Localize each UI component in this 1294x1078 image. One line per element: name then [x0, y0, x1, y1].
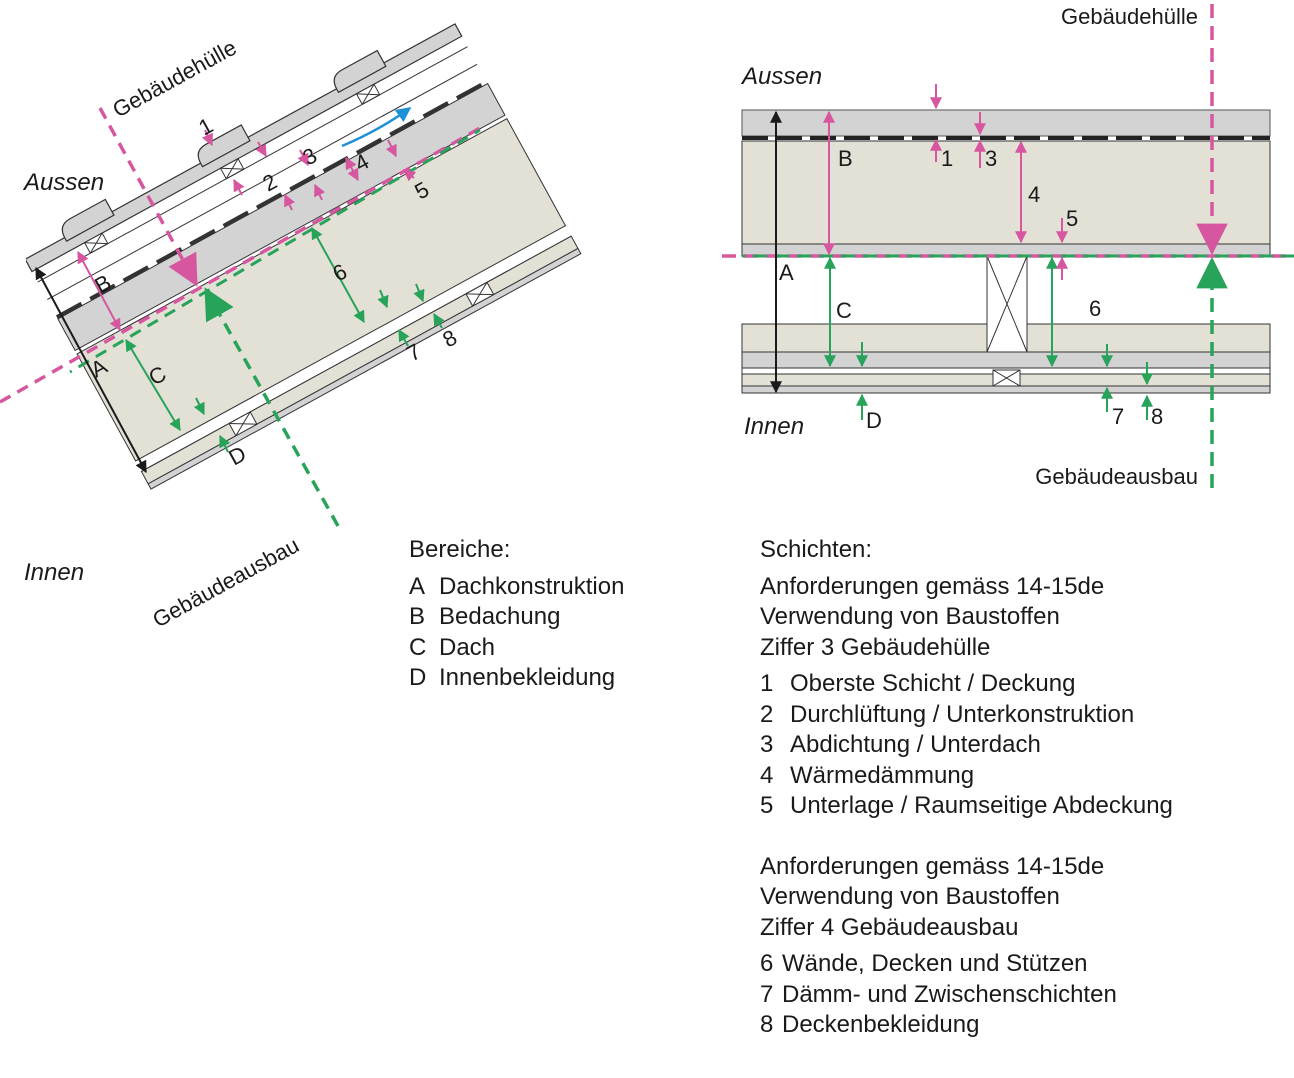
left-envelope-label: Gebäudehülle	[108, 35, 240, 123]
area-label: Dachkonstruktion	[439, 572, 625, 600]
areas-legend-heading: Bereiche:	[409, 536, 511, 563]
area-key: B	[409, 603, 426, 630]
area-label: Bedachung	[439, 603, 561, 630]
right-finishing-label: Gebäudeausbau	[1035, 464, 1198, 489]
layers-legend-heading: Schichten:	[760, 536, 873, 563]
right-envelope-label: Gebäudehülle	[1061, 4, 1198, 29]
dim-C	[125, 338, 181, 432]
area-key: A	[409, 572, 426, 600]
ceiling-insulation	[741, 323, 988, 353]
areas-legend-item: C Dach	[409, 633, 624, 664]
dim-A	[35, 266, 147, 474]
layer-key: 6	[760, 950, 774, 977]
layer-label: Wände, Decken und Stützen	[782, 950, 1088, 977]
layer-pointers-finishing	[193, 283, 445, 453]
title-line: Ziffer 4 Gebäudeausbau	[760, 913, 1019, 941]
right-marker-3: 3	[985, 146, 997, 171]
right-marker-1: 1	[941, 146, 953, 171]
left-inside-label: Innen	[24, 559, 84, 586]
right-marker-4: 4	[1028, 182, 1040, 207]
right-inside-label: Innen	[744, 413, 804, 440]
right-marker-8: 8	[1151, 404, 1163, 429]
title-line: Verwendung von Baustoffen	[760, 883, 1060, 910]
beam	[986, 255, 1028, 353]
right-marker-7: 7	[1112, 404, 1124, 429]
layer-key: 8	[760, 1011, 774, 1038]
dim-4	[345, 156, 359, 182]
layer-key: 5	[760, 792, 774, 819]
covering-layer	[741, 109, 1271, 137]
airflow-arrow	[341, 106, 412, 148]
dim-6	[311, 226, 365, 324]
layer-key: 7	[760, 980, 774, 1008]
envelope-layer-item: 4 Wärmedämmung	[760, 761, 1173, 792]
layer-pointers-right-envelope	[930, 84, 1068, 280]
left-marker-1: 1	[194, 113, 217, 141]
areas-legend-item: B Bedachung	[409, 602, 624, 633]
layer-pointers-right-finishing	[856, 342, 1153, 420]
envelope-layer-item: 1 Oberste Schicht / Deckung	[760, 669, 1173, 700]
left-marker-2: 2	[258, 169, 281, 197]
envelope-requirements-title: Anforderungen gemäss 14-15de Verwendung …	[760, 572, 1173, 664]
base-layer	[741, 243, 1271, 257]
areas-legend-item: D Innenbekleidung	[409, 663, 624, 694]
sloped-roof-diagram: Aussen Innen Gebäudehülle Gebäudeausbau …	[0, 0, 582, 632]
title-line: Anforderungen gemäss 14-15de	[760, 572, 1105, 600]
areas-legend: Bereiche: A Dachkonstruktion B Bedachung C…	[409, 535, 624, 694]
title-line: Ziffer 3 Gebäudehülle	[760, 633, 991, 661]
layer-pointers-envelope	[201, 129, 417, 211]
envelope-layer-item: 5 Unterlage / Raumseitige Abdeckung	[760, 791, 1173, 822]
area-label: Innenbekleidung	[439, 664, 616, 691]
finishing-requirements-title: Anforderungen gemäss 14-15de Verwendung …	[760, 852, 1173, 944]
layer-label: Durchlüftung / Unterkonstruktion	[790, 700, 1135, 728]
layers-legend: Schichten: Anforderungen gemäss 14-15de …	[760, 535, 1173, 1041]
area-key: D	[409, 664, 427, 691]
right-marker-D: D	[866, 408, 882, 433]
layer-key: 3	[760, 731, 774, 758]
left-finishing-label: Gebäudeausbau	[148, 532, 303, 632]
layer-label: Dämm- und Zwischenschichten	[782, 980, 1117, 1008]
right-marker-C: C	[836, 298, 852, 323]
areas-legend-item: A Dachkonstruktion	[409, 572, 624, 603]
layer-label: Oberste Schicht / Deckung	[790, 670, 1076, 697]
dim-B	[77, 250, 121, 332]
flat-ceiling-diagram: Gebäudehülle Gebäudeausbau Aussen Innen …	[722, 4, 1294, 489]
layer-label: Deckenbekleidung	[782, 1011, 980, 1038]
title-line: Anforderungen gemäss 14-15de	[760, 852, 1105, 880]
left-outside-label: Aussen	[22, 169, 104, 196]
ceiling-board	[741, 351, 1271, 369]
layer-key: 1	[760, 670, 774, 697]
area-label: Dach	[439, 633, 496, 661]
envelope-layer-item: 2 Durchlüftung / Unterkonstruktion	[760, 700, 1173, 731]
right-marker-A: A	[779, 260, 794, 285]
right-outside-label: Aussen	[740, 63, 822, 90]
layer-label: Unterlage / Raumseitige Abdeckung	[790, 792, 1173, 819]
insulation-layer-right	[741, 140, 1271, 245]
finishing-pointer-line	[204, 287, 340, 527]
envelope-layer-item: 3 Abdichtung / Unterdach	[760, 730, 1173, 761]
tile-profiles	[61, 49, 387, 242]
left-marker-8: 8	[438, 325, 461, 353]
layer-key: 4	[760, 761, 774, 789]
battens	[83, 83, 381, 254]
right-marker-B: B	[838, 146, 853, 171]
envelope-pointer-line	[98, 107, 198, 287]
right-marker-6: 6	[1089, 296, 1101, 321]
title-line: Verwendung von Baustoffen	[760, 603, 1060, 630]
left-marker-7: 7	[402, 339, 425, 367]
layer-label: Abdichtung / Unterdach	[790, 731, 1041, 758]
left-marker-D: D	[224, 441, 250, 471]
layer-label: Wärmedämmung	[790, 761, 975, 789]
layer-key: 2	[760, 700, 774, 728]
envelope-boundary-line	[0, 126, 481, 404]
left-marker-3: 3	[298, 143, 321, 171]
finishing-layer-item: 7 Dämm- und Zwischenschichten	[760, 980, 1173, 1011]
right-marker-5: 5	[1066, 206, 1078, 231]
finishing-layer-item: 6 Wände, Decken und Stützen	[760, 949, 1173, 980]
area-key: C	[409, 633, 427, 661]
finishing-layer-item: 8 Deckenbekleidung	[760, 1010, 1173, 1041]
